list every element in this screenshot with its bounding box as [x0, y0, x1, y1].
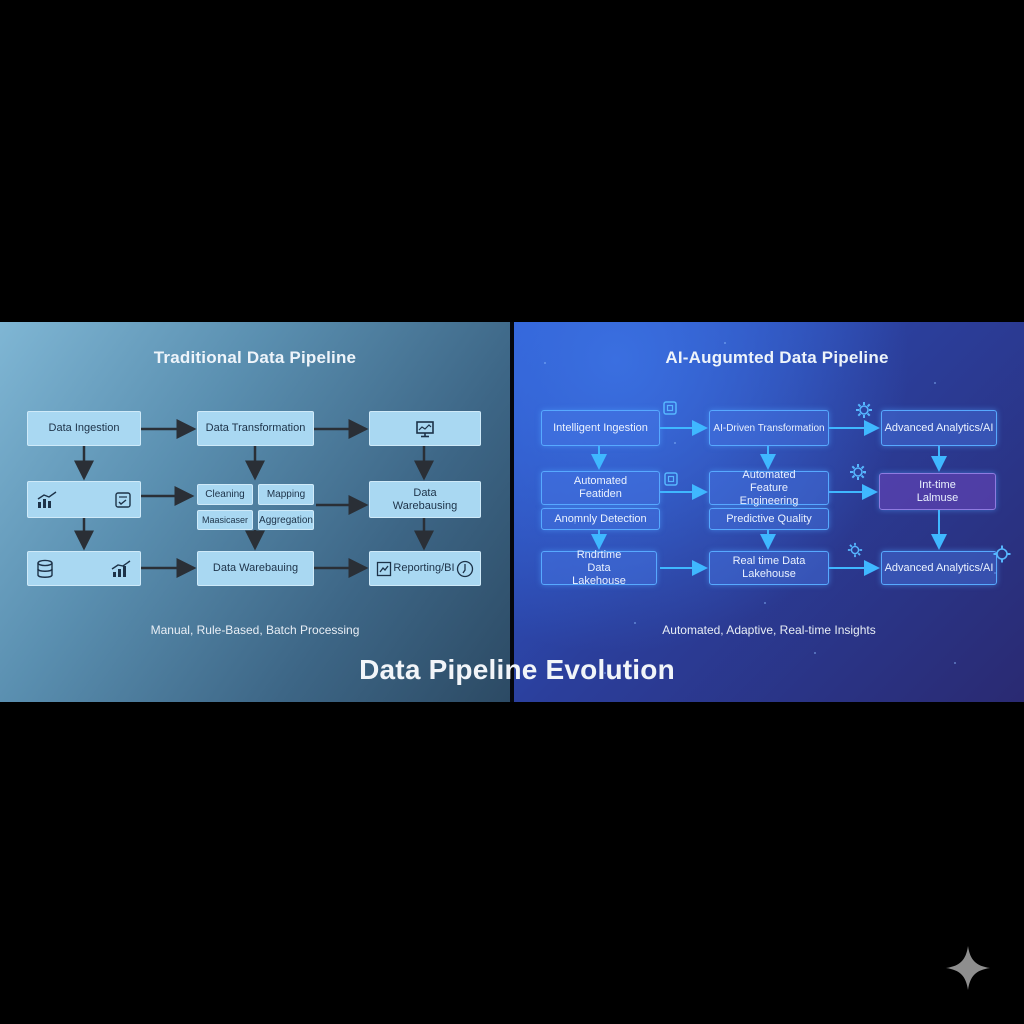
- node-monitor-output: [369, 411, 481, 446]
- node-mapping: Mapping: [258, 484, 314, 505]
- traditional-title: Traditional Data Pipeline: [153, 348, 357, 367]
- node-aggregation: Aggregation: [258, 510, 314, 530]
- line-chart-icon: [111, 559, 131, 577]
- ai-arrows: [591, 420, 947, 576]
- gear-icon: [850, 464, 866, 480]
- node-realtime-lakehouse-right: Int-time Lalmuse: [879, 473, 996, 510]
- checklist-icon: [115, 491, 131, 508]
- node-reporting: Reporting/BI: [369, 551, 481, 586]
- reporting-label: Reporting/BI: [393, 562, 455, 574]
- analytics-icon: [456, 560, 474, 577]
- node-intelligent-ingestion: Intelligent Ingestion: [541, 410, 660, 446]
- gear-icon: [993, 545, 1011, 563]
- ai-subtitle: Automated, Adaptive, Real-time Insights: [662, 623, 876, 637]
- chip-icon: [663, 401, 677, 415]
- ai-title: AI-Augumted Data Pipeline: [665, 348, 889, 367]
- node-data-transformation: Data Transformation: [197, 411, 314, 446]
- node-masking: Maasicaser: [197, 510, 253, 530]
- gear-icon: [847, 542, 863, 558]
- node-advanced-analytics-bottom: Advanced Analytics/AI: [881, 551, 997, 585]
- bar-chart-icon: [37, 490, 57, 508]
- panel-divider: [510, 322, 514, 702]
- node-anomaly-detection: Anomnly Detection: [541, 508, 660, 530]
- chip-icon: [664, 472, 678, 486]
- node-data-warehousing: Data Warebauing: [197, 551, 314, 586]
- node-data-ingestion: Data Ingestion: [27, 411, 141, 446]
- node-data-warehousing-top: Data Warebausing: [369, 481, 481, 518]
- traditional-arrows: [74, 419, 434, 578]
- database-icon: [37, 559, 53, 578]
- report-icon: [376, 561, 392, 576]
- node-cleaning: Cleaning: [197, 484, 253, 505]
- node-predictive-quality: Predictive Quality: [709, 508, 829, 530]
- node-realtime-lakehouse-left: Rndrtime Data Lakehouse: [541, 549, 657, 587]
- node-ai-driven-transformation: AI-Driven Transformation: [709, 410, 829, 446]
- node-stats: [27, 481, 141, 518]
- node-automated-feature-engineering: Automated Feature Engineering: [709, 469, 829, 507]
- node-database: [27, 551, 141, 586]
- monitor-icon: [416, 420, 434, 437]
- node-realtime-lakehouse-mid: Real time Data Lakehouse: [709, 551, 829, 585]
- node-automated-validation: Automated Featiden: [541, 471, 660, 505]
- node-advanced-analytics-top: Advanced Analytics/AI: [881, 410, 997, 446]
- traditional-subtitle: Manual, Rule-Based, Batch Processing: [150, 623, 360, 637]
- main-title: Data Pipeline Evolution: [359, 654, 675, 685]
- gear-icon: [856, 402, 872, 418]
- sparkle-icon: [946, 946, 990, 990]
